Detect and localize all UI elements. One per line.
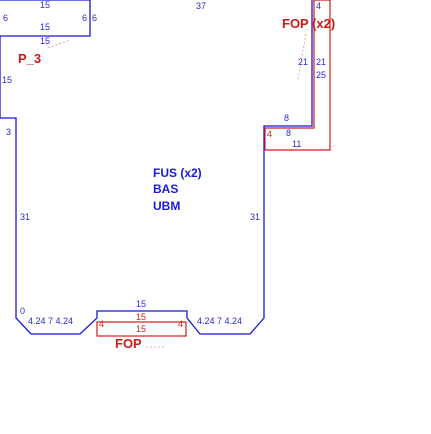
dim-fop-r-top: 4 xyxy=(316,1,321,11)
piece-fop-right-label: FOP (x2) xyxy=(282,16,335,31)
piece-main-label-bas: BAS xyxy=(153,182,178,196)
dim-fop-b-4l: 4 xyxy=(99,319,104,329)
dim-p3-left: 6 xyxy=(3,13,8,23)
piece-fop-bottom[interactable]: FOP 4 15 15 4 xyxy=(96,312,187,351)
piece-main-label-fus: FUS (x2) xyxy=(153,166,202,180)
dim-p3-top: 15 xyxy=(40,0,50,10)
piece-p3-label: P_3 xyxy=(18,51,41,66)
dim-bottom-0: 0 xyxy=(20,306,25,316)
dim-right-31: 31 xyxy=(250,212,260,222)
piece-p3-outline xyxy=(0,0,91,37)
piece-fop-bottom-label: FOP xyxy=(115,336,142,351)
dim-p3-bottom: 15 xyxy=(40,36,50,46)
dim-bottom-15: 15 xyxy=(136,299,146,309)
dim-fop-r-25: 25 xyxy=(316,70,326,80)
dim-fop-r-4: 4 xyxy=(267,129,272,139)
piece-main-outline xyxy=(0,0,313,335)
piece-main-label-ubm: UBM xyxy=(153,199,180,213)
dim-left-15: 15 xyxy=(2,75,12,85)
dim-fop-r-21b: 21 xyxy=(316,57,326,67)
dim-fop-b-15a: 15 xyxy=(136,312,146,322)
dim-left-3: 3 xyxy=(6,127,11,137)
dim-p3-right-b: 6 xyxy=(92,13,97,23)
dim-p3-inner: 15 xyxy=(40,22,50,32)
piece-fop-bottom-outline xyxy=(96,321,187,337)
dim-right-8a: 8 xyxy=(284,113,289,123)
dim-bottom-left-sides: 4.24 7 4.24 xyxy=(28,316,73,326)
dim-fop-r-21a: 21 xyxy=(298,57,308,67)
piece-main[interactable]: FUS (x2) BAS UBM 15 37 3 31 31 8 0 4.24 … xyxy=(0,0,313,335)
piece-fop-right-outline xyxy=(264,0,331,151)
dim-fop-b-15b: 15 xyxy=(136,324,146,334)
dim-fop-r-11: 11 xyxy=(292,139,301,149)
dim-top-37: 37 xyxy=(196,1,206,11)
dim-p3-right-a: 6 xyxy=(82,13,87,23)
dim-bottom-right-sides: 4.24 7 4.24 xyxy=(197,316,242,326)
piece-p3[interactable]: P_3 15 6 15 6 6 15 xyxy=(0,0,97,66)
dim-fop-r-8b: 8 xyxy=(286,128,291,138)
piece-fop-right[interactable]: FOP (x2) 4 21 21 25 8 4 11 xyxy=(264,0,335,151)
piece-p3-leader xyxy=(47,39,71,49)
dim-fop-b-4r: 4 xyxy=(178,319,183,329)
dim-left-31: 31 xyxy=(20,212,30,222)
